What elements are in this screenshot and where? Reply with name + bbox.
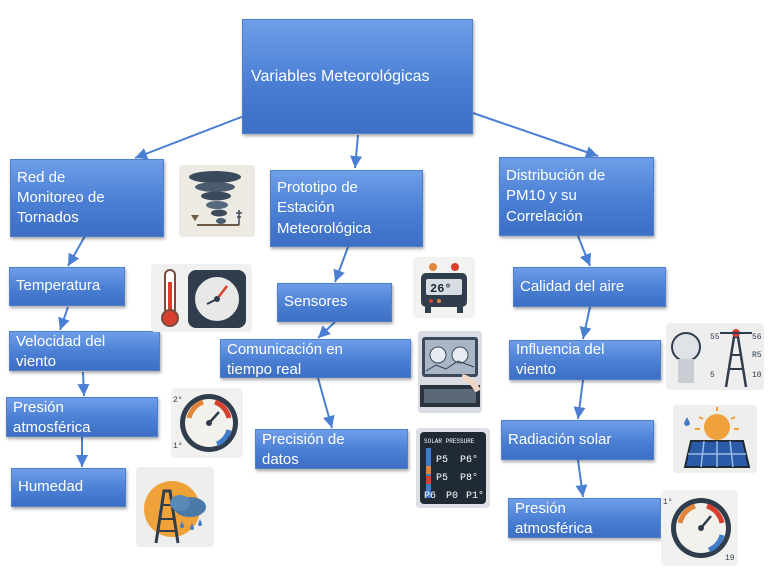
node-label: Calidad del aire: [520, 277, 625, 295]
node-label: Precisión de datos: [262, 431, 345, 469]
barometer-mark: 2°: [173, 396, 183, 405]
wind-label: 56: [752, 333, 762, 342]
connector-b3-c1: [577, 235, 592, 267]
barometer-mark: 1°: [173, 442, 183, 451]
node-temperatura[interactable]: Temperatura: [9, 267, 125, 306]
connector-b2-c2: [317, 321, 336, 339]
wind-label: 5: [710, 371, 715, 380]
data-panel-icon: SOLAR PRESSURE P5 P6° P5 P8° P6 P0 P1°: [416, 428, 490, 508]
connector-b1-c2: [58, 306, 70, 331]
wind-label: 10: [752, 371, 762, 380]
root-label: Variables Meteorológicas: [251, 67, 430, 85]
node-presion-atmosferica-2[interactable]: Presión atmosférica: [508, 498, 661, 538]
node-presion-atmosferica[interactable]: Presión atmosférica: [6, 397, 158, 437]
branch-pm10-distribution[interactable]: Distribución de PM10 y su Correlación: [499, 157, 654, 236]
branch-weather-station-prototype[interactable]: Prototipo de Estación Meteorológica: [270, 170, 423, 247]
panel-cell: P6°: [460, 454, 478, 466]
connector-b2-c1: [333, 246, 349, 283]
node-label: Presión atmosférica: [13, 399, 91, 437]
barometer-icon: 2° 1°: [171, 388, 243, 458]
node-label: Influencia del viento: [516, 340, 605, 378]
branch-label: Red de Monitoreo de Tornados: [17, 168, 105, 227]
node-label: Sensores: [284, 293, 348, 311]
node-label: Presión atmosférica: [515, 500, 593, 538]
branch-label: Prototipo de Estación Meteorológica: [277, 179, 372, 237]
connector-b3-c2: [579, 306, 592, 340]
panel-cell: P0: [446, 491, 458, 502]
node-calidad-aire[interactable]: Calidad del aire: [513, 267, 666, 307]
sensor-device-icon: 26°: [413, 257, 475, 318]
thermometer-icon: [151, 264, 252, 332]
connector-b1-c1: [67, 235, 86, 267]
node-label: Radiación solar: [508, 430, 612, 448]
connector-root-branch3: [472, 112, 599, 158]
panel-cell: P8°: [460, 472, 478, 484]
wind-tower-icon: 55 56 R5 10 5: [666, 323, 764, 390]
panel-cell: P5: [436, 455, 448, 466]
node-label: Temperatura: [16, 277, 101, 295]
wind-label: 55: [710, 333, 720, 342]
solar-panel-icon: [673, 405, 757, 473]
tornado-icon: [179, 165, 255, 237]
panel-title: SOLAR PRESSURE: [424, 438, 475, 445]
barometer-mark: 19: [725, 554, 735, 563]
panel-cell: P1°: [466, 490, 484, 502]
node-label: Velocidad del viento: [16, 333, 106, 371]
node-radiacion-solar[interactable]: Radiación solar: [501, 420, 654, 460]
connector-b3-c4: [575, 459, 588, 498]
connector-b2-c3: [317, 377, 335, 429]
wind-label: R5: [752, 351, 762, 360]
node-label: Humedad: [18, 478, 84, 496]
barometer-mark: 1°: [663, 498, 673, 507]
panel-cell: P6: [424, 491, 436, 502]
connector-root-branch1: [134, 115, 245, 160]
sensor-reading: 26°: [430, 282, 452, 296]
monitor-icon: [418, 331, 482, 413]
node-label: Comunicación en tiempo real: [227, 341, 343, 379]
node-comunicacion[interactable]: Comunicación en tiempo real: [220, 339, 411, 378]
panel-cell: P5: [436, 473, 448, 484]
connector-b1-c3: [77, 371, 90, 397]
branch-label: Distribución de PM10 y su Correlación: [506, 167, 606, 225]
root-node[interactable]: Variables Meteorológicas: [242, 19, 473, 134]
connector-root-branch2: [350, 134, 363, 169]
weather-tower-icon: [136, 467, 214, 547]
connector-b3-c3: [573, 379, 586, 420]
node-precision-datos[interactable]: Precisión de datos: [255, 429, 408, 469]
node-influencia-viento[interactable]: Influencia del viento: [509, 340, 661, 380]
node-humedad[interactable]: Humedad: [11, 468, 126, 507]
branch-tornado-network[interactable]: Red de Monitoreo de Tornados: [10, 159, 164, 237]
node-velocidad-viento[interactable]: Velocidad del viento: [9, 331, 160, 371]
barometer-icon-2: 1° 19: [661, 490, 738, 566]
node-sensores[interactable]: Sensores: [277, 283, 392, 322]
